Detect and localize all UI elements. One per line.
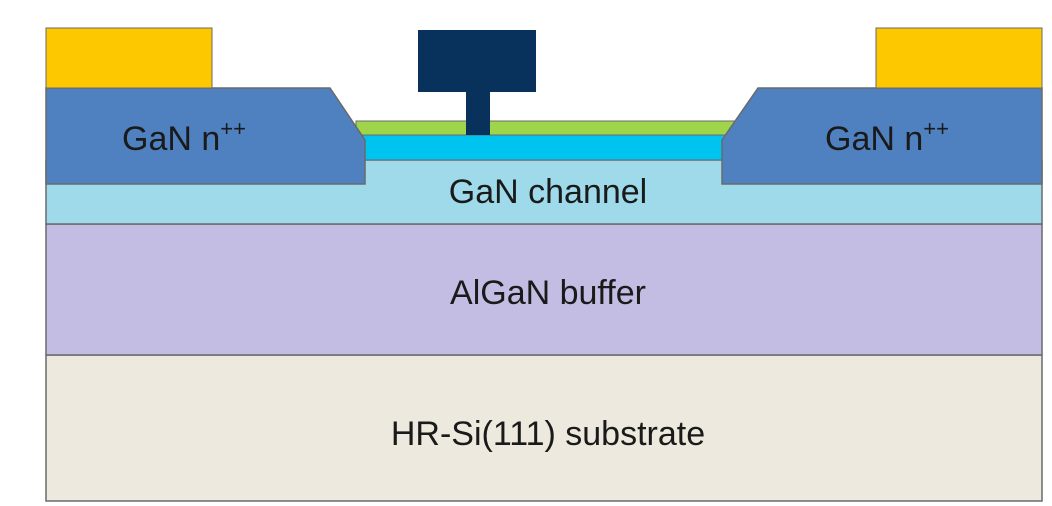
buffer-label: AlGaN buffer <box>450 274 646 312</box>
source-region-label: GaN n++ <box>122 116 246 158</box>
source-n-plus-region <box>45 87 366 185</box>
substrate-label: HR-Si(111) substrate <box>391 415 705 453</box>
t-gate <box>418 30 536 135</box>
substrate-layer <box>45 354 1043 502</box>
channel-label: GaN channel <box>449 173 647 211</box>
barrier-layer <box>362 134 728 161</box>
drain-contact <box>875 27 1043 89</box>
cap-layer <box>355 120 735 136</box>
drain-region-label: GaN n++ <box>825 116 949 158</box>
source-contact <box>45 27 213 89</box>
buffer-layer <box>45 223 1043 356</box>
